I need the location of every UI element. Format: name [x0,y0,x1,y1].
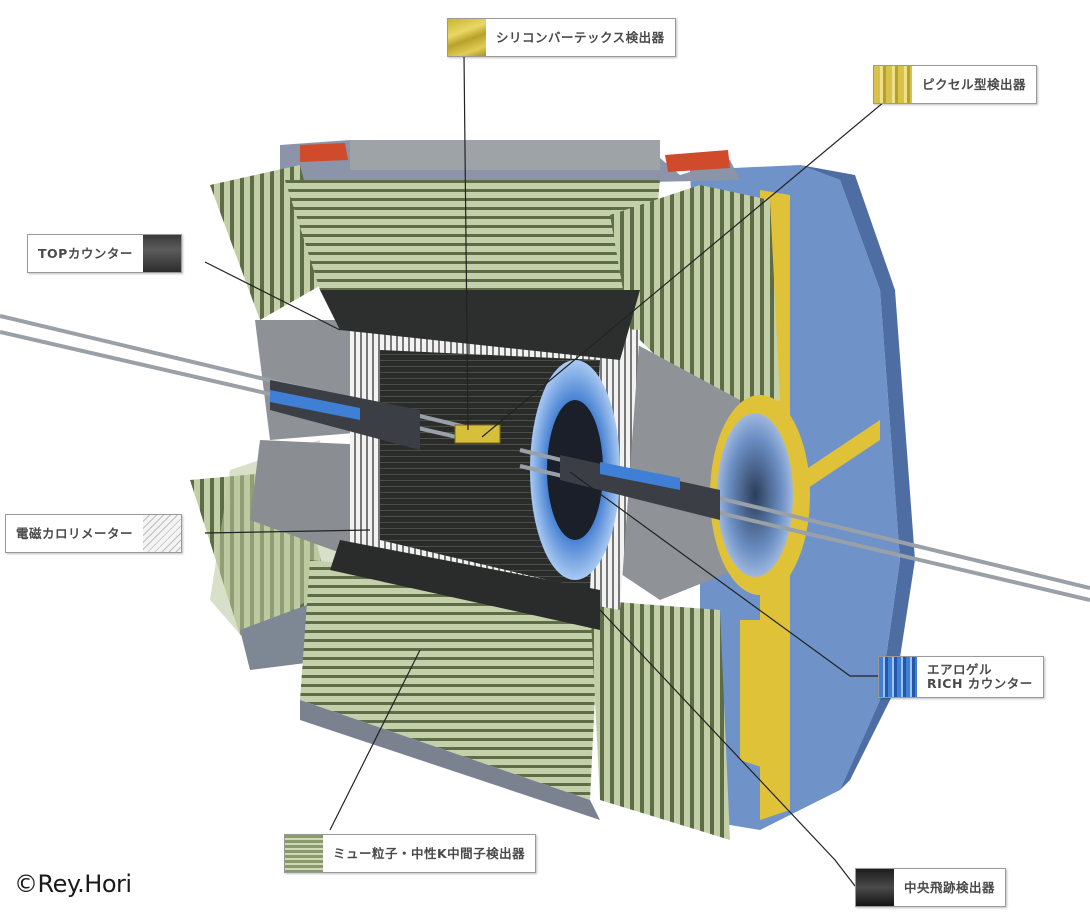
rich-swatch [879,657,917,697]
klm-upper-right [610,185,780,420]
red-accent-right [665,150,730,172]
leader-pixel [481,96,891,438]
leader-ecal [204,529,371,534]
beam-magnets [270,380,720,520]
label-top-counter-text: TOPカウンター [38,245,133,261]
label-silicon-vertex: シリコンバーテックス検出器 [447,18,676,57]
klm-lower-center [300,560,600,800]
label-rich-line2: RICH カウンター [927,676,1033,691]
klm-lower-right [590,600,730,840]
label-klm: ミュー粒子・中性K中間子検出器 [284,834,537,873]
endcap-port [717,413,793,577]
leader-rich [569,471,878,677]
label-rich-line1: エアロゲル [927,662,993,677]
cdc-swatch [856,869,894,906]
label-silicon-vertex-text: シリコンバーテックス検出器 [496,29,665,45]
leader-lines [204,54,891,887]
silicon-vertex-swatch [448,19,486,56]
bottom-support [330,540,600,630]
label-top-counter: TOPカウンター [27,234,182,273]
top-counter-swatch [142,235,181,272]
label-ecal-text: 電磁カロリメーター [16,525,134,541]
top-plate [350,140,660,170]
label-ecal: 電磁カロリメーター [5,514,183,553]
label-cdc: 中央飛跡検出器 [855,868,1007,907]
leader-cdc [599,609,856,887]
pixel-swatch [874,66,912,103]
label-klm-text: ミュー粒子・中性K中間子検出器 [333,845,526,861]
top-support [320,290,640,360]
leader-silicon [463,54,469,431]
vertex-detector [454,424,501,444]
klm-upper-center [285,180,660,290]
label-pixel: ピクセル型検出器 [873,65,1038,104]
label-rich-text: エアロゲル RICH カウンター [917,657,1043,697]
copyright-credit: ©Rey.Hori [14,870,132,898]
red-accent-left [300,143,348,162]
bottom-rim [300,700,600,820]
label-pixel-text: ピクセル型検出器 [922,76,1027,92]
leader-klm [329,649,421,831]
label-cdc-text: 中央飛跡検出器 [904,879,996,895]
leader-top [204,261,341,331]
label-rich: エアロゲル RICH カウンター [878,656,1044,698]
ecal-swatch [143,515,182,552]
klm-swatch [285,835,323,872]
